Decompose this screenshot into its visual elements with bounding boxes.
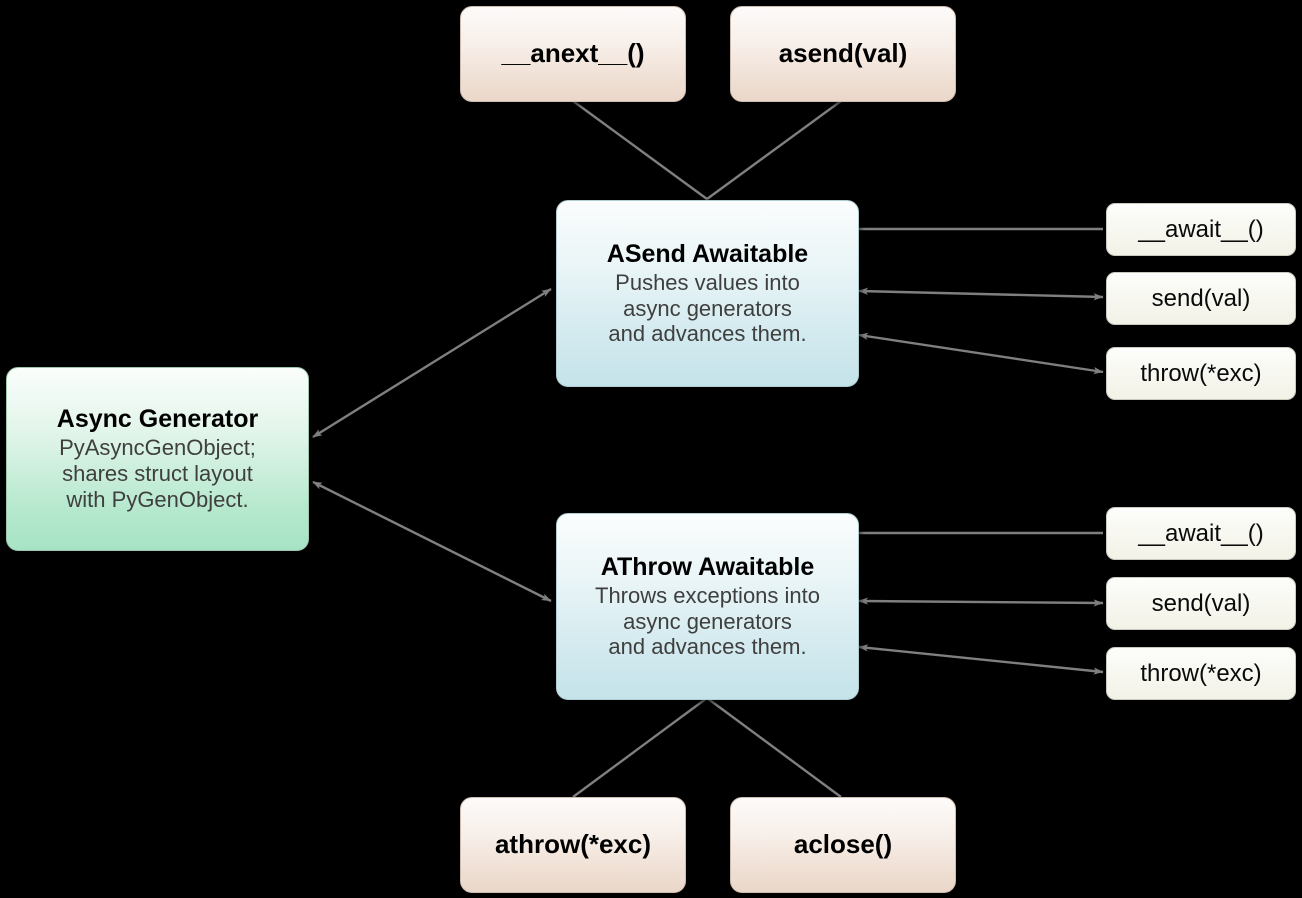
node-athrow-awaitable-subtitle: Throws exceptions into async generators … <box>595 582 820 660</box>
edge-athrow-throw <box>858 644 1104 675</box>
node-async-generator-subtitle: PyAsyncGenObject; shares struct layout w… <box>59 435 256 512</box>
node-athrow-method[interactable]: athrow(*exc) <box>460 797 686 893</box>
chip-asend-send[interactable]: send(val) <box>1106 272 1296 325</box>
chip-athrow-await-label: __await__() <box>1138 519 1264 547</box>
chip-asend-throw[interactable]: throw(*exc) <box>1106 347 1296 400</box>
node-asend-method[interactable]: asend(val) <box>730 6 956 102</box>
node-athrow-awaitable[interactable]: AThrow Awaitable Throws exceptions into … <box>556 513 859 700</box>
edge-athrow-send <box>858 597 1104 607</box>
node-athrow-method-label: athrow(*exc) <box>494 829 652 860</box>
edge-asend-throw <box>858 332 1104 375</box>
node-athrow-awaitable-title: AThrow Awaitable <box>600 552 815 581</box>
chip-athrow-send-label: send(val) <box>1151 589 1251 617</box>
node-asend-awaitable-subtitle: Pushes values into async generators and … <box>608 269 807 347</box>
edge-generator-asend <box>312 287 552 439</box>
chip-athrow-await[interactable]: __await__() <box>1106 507 1296 560</box>
edge-aclose-to-athrow <box>706 697 842 798</box>
node-async-generator-title: Async Generator <box>56 405 259 434</box>
node-async-generator[interactable]: Async Generator PyAsyncGenObject; shares… <box>6 367 309 551</box>
chip-athrow-send[interactable]: send(val) <box>1106 577 1296 630</box>
edge-generator-athrow <box>312 480 552 603</box>
node-anext-label: __anext__() <box>501 38 645 69</box>
chip-asend-send-label: send(val) <box>1151 284 1251 312</box>
node-asend-method-label: asend(val) <box>778 38 908 69</box>
chip-athrow-throw[interactable]: throw(*exc) <box>1106 647 1296 700</box>
edge-asend-send <box>858 287 1104 301</box>
node-aclose[interactable]: aclose() <box>730 797 956 893</box>
edge-asend-method-to-asend <box>706 100 842 200</box>
node-asend-awaitable-title: ASend Awaitable <box>606 239 809 268</box>
node-aclose-label: aclose() <box>793 829 893 860</box>
edge-anext-to-asend <box>572 100 708 200</box>
chip-asend-throw-label: throw(*exc) <box>1140 359 1262 387</box>
chip-asend-await[interactable]: __await__() <box>1106 203 1296 256</box>
edge-athrow-method-to-athrow <box>572 697 708 798</box>
node-anext[interactable]: __anext__() <box>460 6 686 102</box>
chip-athrow-throw-label: throw(*exc) <box>1140 659 1262 687</box>
node-asend-awaitable[interactable]: ASend Awaitable Pushes values into async… <box>556 200 859 387</box>
chip-asend-await-label: __await__() <box>1138 215 1264 243</box>
